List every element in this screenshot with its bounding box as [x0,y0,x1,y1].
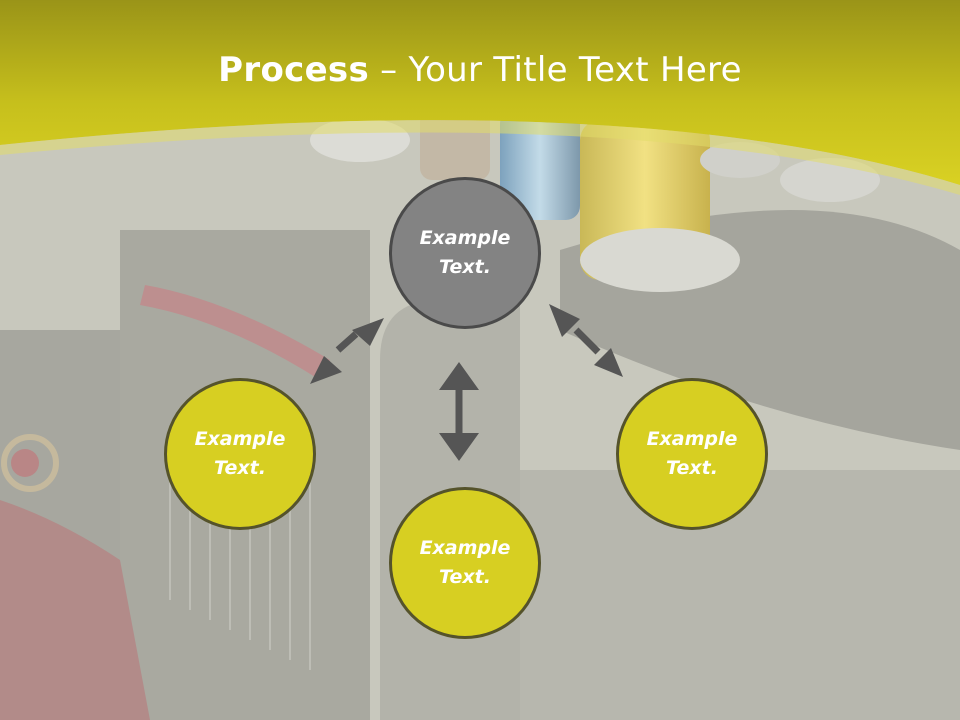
double-arrow-vertical-icon [439,362,479,461]
double-arrow-top-left-icon [310,318,384,384]
node-left-label: Example Text. [194,428,286,479]
title-bold: Process [218,50,370,90]
process-node-top: Example Text. [389,177,541,329]
double-arrow-top-right-icon [549,304,623,377]
process-node-bottom: Example Text. [389,487,541,639]
node-right-label: Example Text. [646,428,738,479]
node-bottom-label: Example Text. [419,537,511,588]
title-rest: – Your Title Text Here [369,50,742,90]
node-top-label: Example Text. [419,227,511,278]
slide-title: Process – Your Title Text Here [0,50,960,90]
process-node-left: Example Text. [164,378,316,530]
process-node-right: Example Text. [616,378,768,530]
